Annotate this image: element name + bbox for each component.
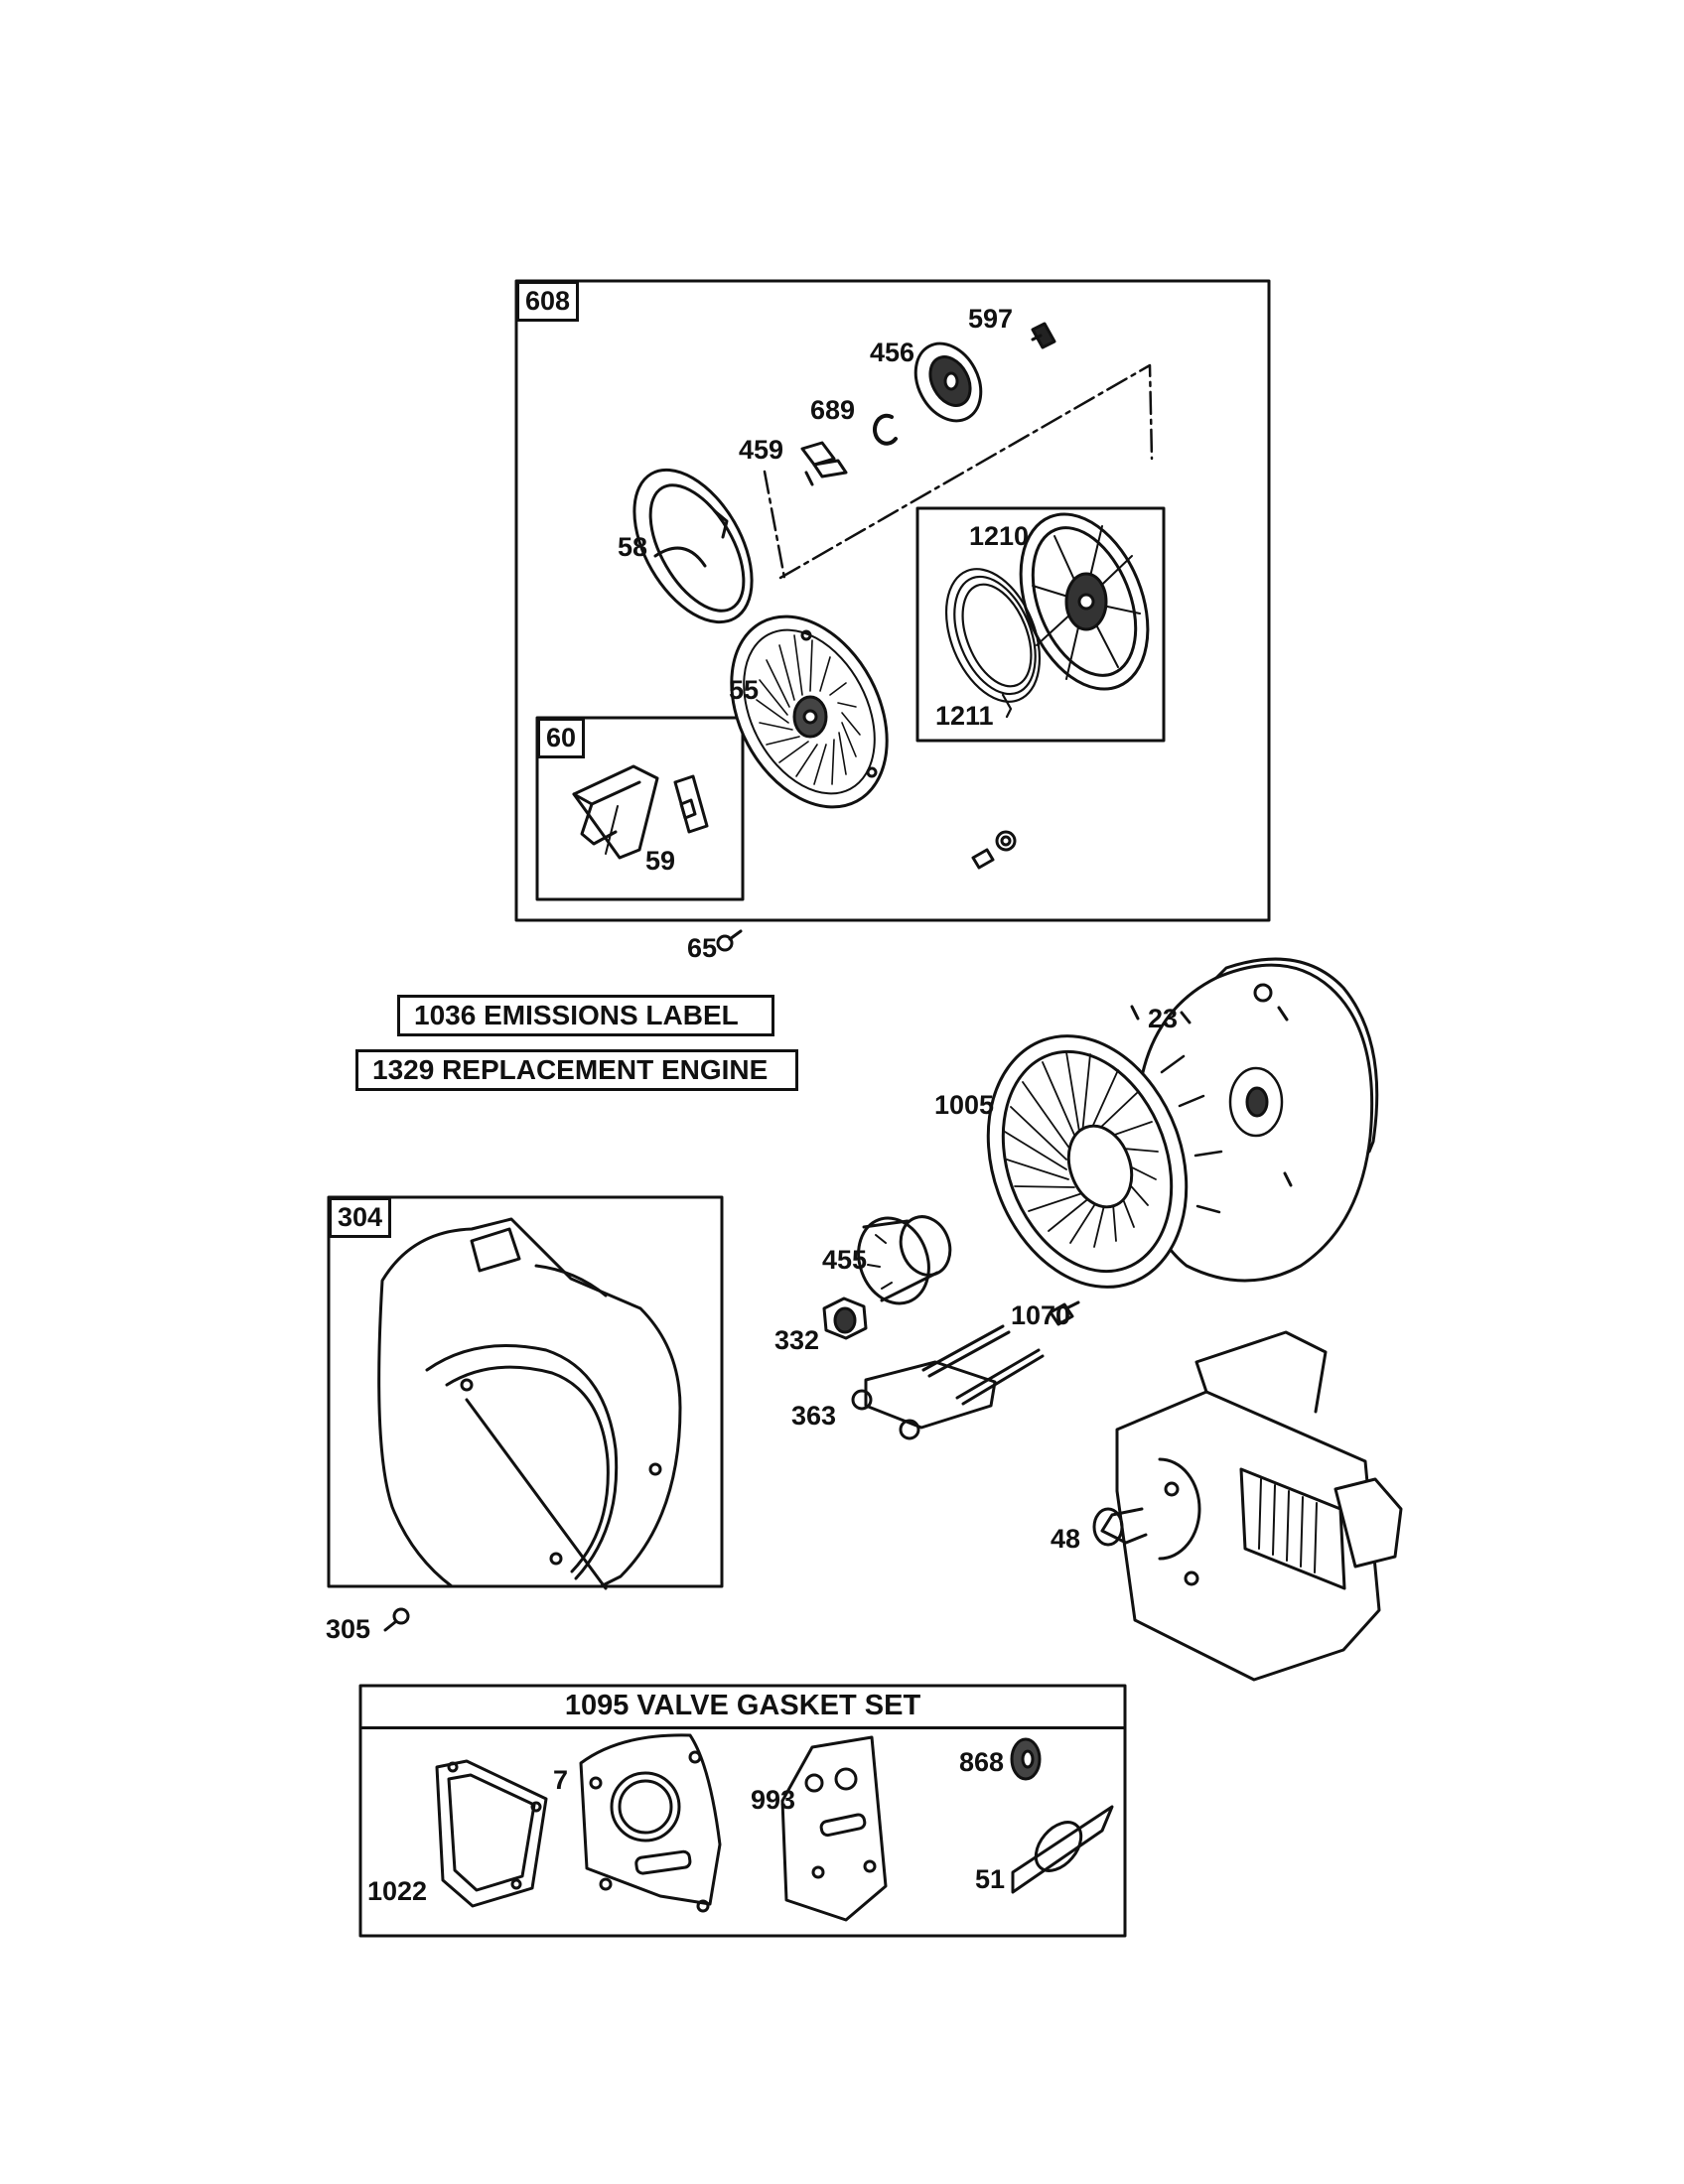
gasket-993 <box>780 1735 888 1922</box>
gasket-set-frame <box>358 1684 1127 1938</box>
pulley-1210 <box>1019 512 1150 691</box>
blower-housing-304 <box>377 1217 682 1590</box>
screw-597 <box>1031 322 1056 349</box>
callout-23: 23 <box>1148 1004 1179 1033</box>
starter-housing-55 <box>730 614 889 809</box>
callout-868: 868 <box>959 1747 1005 1777</box>
bolt-1070 <box>1049 1300 1080 1326</box>
callout-993: 993 <box>751 1785 796 1815</box>
callout-305: 305 <box>326 1614 371 1644</box>
clip-689 <box>873 413 898 446</box>
screw-65 <box>716 929 743 952</box>
callout-456: 456 <box>870 338 915 367</box>
retainer-456 <box>913 341 983 423</box>
flywheel-23 <box>1130 957 1379 1283</box>
handle-kit-tag: 60 <box>537 718 586 758</box>
callout-332: 332 <box>774 1325 820 1355</box>
fan-1005 <box>986 1034 1223 1289</box>
callout-689: 689 <box>810 395 856 425</box>
gasket-51 <box>1011 1805 1114 1894</box>
recoil-spring-1211 <box>944 568 1042 719</box>
callout-65: 65 <box>687 933 718 963</box>
gasket-1022 <box>435 1759 548 1908</box>
callout-1005: 1005 <box>934 1090 995 1120</box>
screw-305 <box>383 1607 410 1632</box>
gasket-set-title: 1095 VALVE GASKET SET <box>360 1686 1125 1729</box>
callout-597: 597 <box>968 304 1014 334</box>
starter-cup-455 <box>857 1215 952 1305</box>
callout-58: 58 <box>618 532 648 562</box>
assembly-centerline <box>763 363 1154 580</box>
callout-59: 59 <box>645 846 676 876</box>
callout-459: 459 <box>739 435 784 465</box>
nut-332 <box>822 1297 868 1340</box>
pawl-459 <box>800 441 848 486</box>
starter-kit-tag: 608 <box>516 281 580 322</box>
callout-1210: 1210 <box>969 521 1030 551</box>
callout-363: 363 <box>791 1401 837 1431</box>
starter-screw-and-nut <box>971 830 1017 870</box>
rewind-pulley-subframe <box>915 506 1166 743</box>
housing-kit-tag: 304 <box>329 1197 392 1238</box>
callout-1211: 1211 <box>935 701 994 731</box>
spring-ring-58 <box>632 468 754 624</box>
callout-455: 455 <box>822 1245 868 1275</box>
bracket-363 <box>851 1324 1045 1440</box>
callout-1022: 1022 <box>367 1876 428 1906</box>
head-gasket-7 <box>579 1733 722 1913</box>
starter-kit-frame <box>514 279 1271 922</box>
emissions-label-bar: 1036 EMISSIONS LABEL <box>397 995 774 1036</box>
callout-7: 7 <box>553 1765 569 1795</box>
callout-1070: 1070 <box>1011 1300 1071 1330</box>
short-block-48 <box>1092 1330 1403 1682</box>
callout-55: 55 <box>729 675 760 705</box>
handle-kit-frame <box>535 716 745 901</box>
handle-insert-59 <box>673 774 709 834</box>
starter-handle-60 <box>572 764 659 860</box>
callout-48: 48 <box>1051 1524 1081 1554</box>
seal-868 <box>1010 1737 1042 1781</box>
callout-51: 51 <box>975 1864 1006 1894</box>
replacement-engine-bar: 1329 REPLACEMENT ENGINE <box>355 1049 798 1091</box>
